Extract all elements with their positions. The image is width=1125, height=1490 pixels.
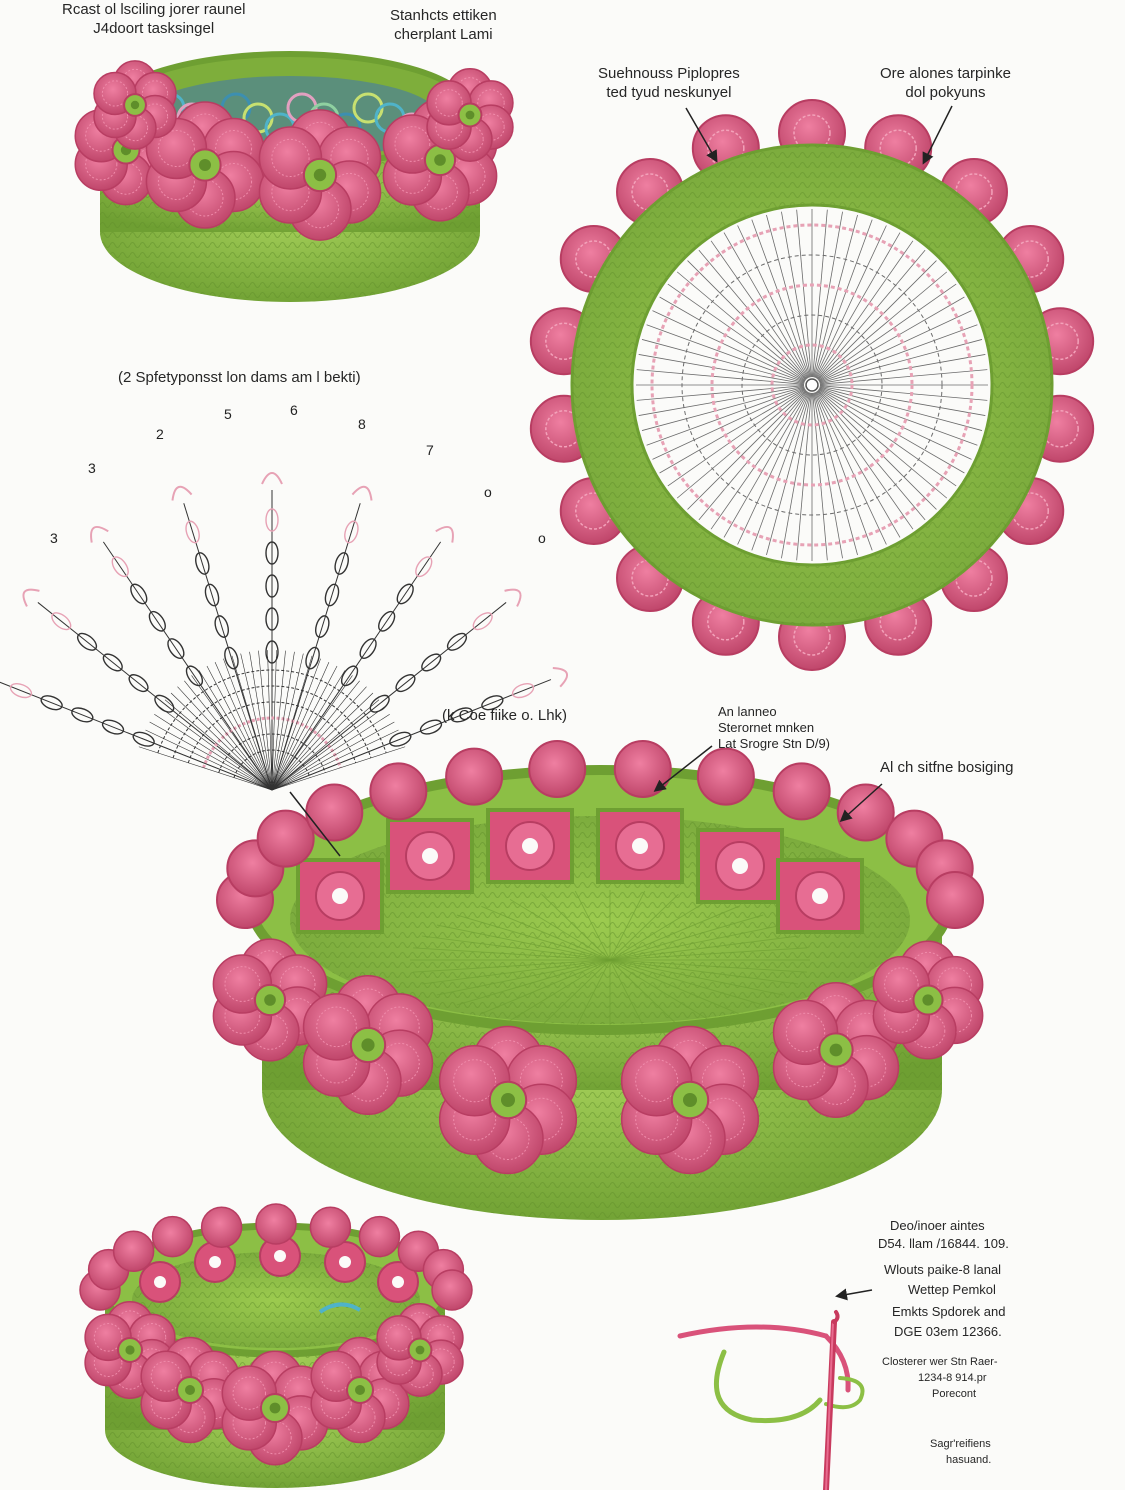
large-flower-basket	[212, 739, 984, 1220]
crochet-flower	[93, 60, 177, 150]
crochet-flower	[302, 974, 434, 1116]
chart-bottom-label: (k Coe fiike o. Lhk)	[442, 707, 568, 724]
chart-column	[22, 588, 273, 791]
note-line: hasuand.	[946, 1454, 992, 1466]
note-line: Deo/inoer aintes	[890, 1218, 985, 1233]
crochet-flower	[872, 940, 984, 1060]
chart-column	[171, 485, 273, 791]
chart-column	[261, 472, 283, 790]
note-line: Closterer wer Stn Raer-	[882, 1356, 998, 1368]
chart-number: 3	[50, 530, 58, 546]
arrow-icon	[685, 107, 718, 163]
note-line: Sagr'reifiens	[930, 1438, 991, 1450]
note-line: Porecont	[932, 1388, 977, 1400]
arrow-icon	[653, 745, 713, 792]
chart-column	[271, 485, 373, 791]
chart-number: 6	[290, 402, 298, 418]
label-top-left: Rcast ol lsciling jorer raunel J4doort t…	[62, 1, 246, 37]
label-doily-right: Ore alones tarpinke dol pokyuns	[880, 65, 1011, 101]
note-line: D54. llam /16844. 109.	[878, 1236, 1009, 1251]
chart-number: o	[484, 484, 492, 500]
note-line: 1234-8 914.pr	[918, 1372, 987, 1384]
note-line: Emkts Spdorek and	[892, 1304, 1006, 1319]
crochet-flower	[258, 109, 382, 241]
flower-doily	[529, 99, 1095, 671]
arrow-icon	[922, 105, 953, 165]
chart-number: 8	[358, 416, 366, 432]
label-basket-top: An lanneo Sterornet mnken Lat Srogre Stn…	[718, 704, 830, 751]
small-flower-basket-bottom	[79, 1203, 473, 1488]
crochet-hook-icon	[677, 1310, 865, 1490]
crochet-stitch-chart	[0, 472, 569, 791]
crochet-flower	[376, 1303, 464, 1397]
chart-title: (2 Spfetyponsst lon dams am l bekti)	[118, 369, 361, 386]
small-flower-basket-top	[74, 51, 514, 302]
chart-number: 7	[426, 442, 434, 458]
leader-lines	[289, 105, 953, 1301]
chart-column	[90, 525, 273, 791]
chart-column	[0, 681, 273, 791]
crochet-flower	[140, 1336, 240, 1444]
chart-column	[271, 525, 454, 791]
arrow-icon	[839, 783, 883, 823]
label-doily-left: Suehnouss Piplopres ted tyud neskunyel	[598, 65, 740, 101]
label-basket-right: Al ch sitfne bosiging	[880, 759, 1014, 776]
arrow-icon	[835, 1288, 873, 1301]
chart-number: o	[538, 530, 546, 546]
note-line: Wlouts paike-8 lanal	[884, 1262, 1002, 1277]
crochet-flower	[438, 1025, 578, 1175]
label-top-center: Stanhcts ettiken cherplant Lami	[390, 7, 497, 43]
chart-column	[271, 588, 522, 791]
chart-number: 3	[88, 460, 96, 476]
chart-number: 5	[224, 406, 232, 422]
crochet-flower	[426, 68, 514, 162]
note-line: DGE 03em 12366.	[894, 1324, 1002, 1339]
chart-number: 2	[156, 426, 164, 442]
note-line: Wettep Pemkol	[908, 1282, 996, 1297]
arrow-icon	[289, 791, 341, 857]
crochet-flower	[620, 1025, 760, 1175]
